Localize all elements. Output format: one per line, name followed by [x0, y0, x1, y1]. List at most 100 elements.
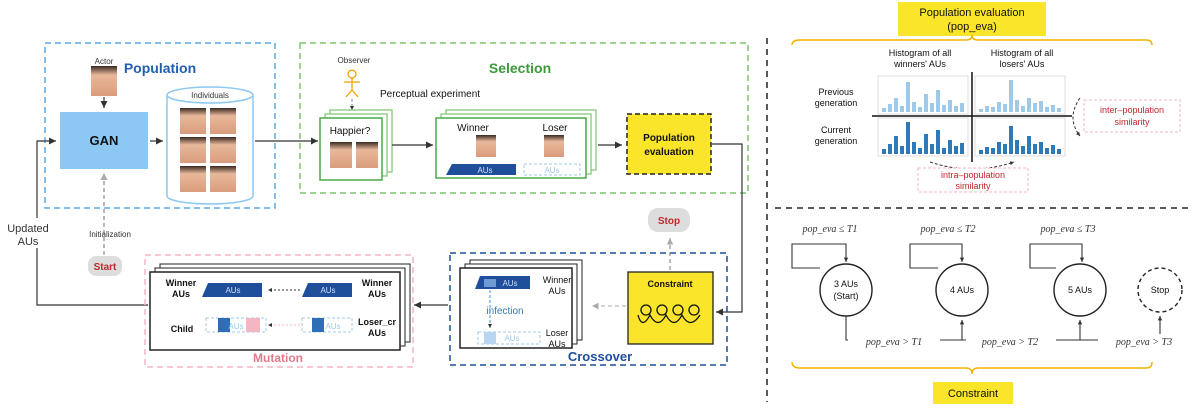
- gan-label: GAN: [90, 133, 119, 148]
- histogram-bar: [930, 144, 934, 154]
- histogram-bar: [948, 140, 952, 154]
- histogram-bar: [894, 98, 898, 112]
- histogram-bar: [912, 142, 916, 154]
- observer-label: Observer: [338, 56, 371, 65]
- updated-label-1: Updated: [7, 223, 49, 235]
- histogram-bar: [918, 148, 922, 154]
- histogram-bar: [979, 150, 983, 154]
- loser-aus-bar: [523, 163, 581, 176]
- histogram-bar: [924, 134, 928, 154]
- histogram-bar: [1039, 101, 1043, 112]
- histogram-bar: [1033, 144, 1037, 154]
- histogram-bar: [1009, 80, 1013, 112]
- histogram-bar: [906, 82, 910, 112]
- mutation-child-bar: [205, 317, 267, 333]
- col1-label-1: Histogram of all: [889, 48, 952, 58]
- pop-eva-title-2: (pop_eva): [947, 21, 997, 33]
- intra-box: [917, 167, 1029, 193]
- pop-eva-title-1: Population evaluation: [919, 7, 1024, 19]
- pop-eval-label-2: evaluation: [644, 147, 693, 158]
- histogram-bar: [1051, 105, 1055, 112]
- individuals-cylinder-top: [166, 86, 254, 104]
- question-face-2: [356, 142, 378, 168]
- histogram-bar: [1015, 100, 1019, 112]
- cond2-top: pop_eva ≤ T2: [920, 224, 976, 235]
- cond1-bot: pop_eva > T1: [865, 337, 922, 348]
- histogram-bar: [985, 106, 989, 112]
- histogram-bar: [948, 100, 952, 112]
- row1-label-2: generation: [815, 98, 858, 108]
- pop-eva-title-box: [898, 2, 1046, 36]
- histogram-bar: [936, 90, 940, 112]
- actor-face: [91, 66, 117, 96]
- histogram-bar: [1045, 148, 1049, 154]
- updated-label-2: AUs: [18, 236, 39, 248]
- mutation-box: [144, 254, 414, 368]
- cond2-bot: pop_eva > T2: [981, 337, 1038, 348]
- histogram-bar: [1033, 103, 1037, 112]
- inter-label-1: inter–population: [1100, 105, 1164, 115]
- histogram-bar: [1027, 98, 1031, 112]
- crossover-loser-aus: AUs: [504, 334, 519, 343]
- crossover-loser-1: Loser: [546, 328, 569, 338]
- histogram-bar: [1051, 145, 1055, 154]
- question-face-1: [330, 142, 352, 168]
- mutation-loser-1: Loser_cr: [358, 317, 397, 327]
- histogram-bar: [1027, 136, 1031, 154]
- stop-button: [648, 208, 690, 232]
- winner-label: Winner: [457, 123, 489, 134]
- histogram-bar: [1021, 106, 1025, 112]
- initialization-label: Initialization: [89, 230, 131, 239]
- loser-face: [544, 135, 564, 157]
- histogram-bar: [960, 103, 964, 112]
- mutation-loser-aus: AUs: [325, 322, 340, 331]
- histogram-bar: [997, 102, 1001, 112]
- mutation-winner-bar-right: [302, 283, 352, 297]
- histogram-bar: [979, 109, 983, 112]
- histogram-bar: [960, 143, 964, 154]
- mutation-loser-2: AUs: [368, 328, 386, 338]
- histogram-bar: [888, 104, 892, 112]
- crossover-loser-bar: [477, 331, 541, 345]
- histogram-bar: [954, 146, 958, 154]
- infection-label: infection: [486, 306, 523, 317]
- state3-label: 5 AUs: [1068, 285, 1093, 295]
- state-4aus: [935, 263, 989, 317]
- histogram-bar: [930, 103, 934, 112]
- state4-label: Stop: [1151, 285, 1170, 295]
- loop2: [909, 243, 965, 269]
- mutation-winner-bar-left: [202, 283, 262, 297]
- row2-label-1: Current: [821, 125, 852, 135]
- histogram-bar: [1039, 142, 1043, 154]
- histogram-bar: [882, 149, 886, 154]
- histogram-bar: [1057, 108, 1061, 112]
- population-title: Population: [124, 60, 196, 76]
- state-3aus: [819, 263, 873, 317]
- individuals-label: Individuals: [191, 91, 229, 100]
- state-5aus: [1053, 263, 1107, 317]
- histogram-bar: [942, 148, 946, 154]
- row2-label-2: generation: [815, 136, 858, 146]
- population-box: [44, 42, 276, 209]
- histogram-bar: [1015, 140, 1019, 154]
- start-button: [88, 256, 122, 276]
- crossover-winner-aus: AUs: [502, 279, 517, 288]
- winner-aus-text: AUs: [477, 166, 492, 175]
- histogram-bar: [954, 106, 958, 112]
- loop3: [1029, 243, 1085, 269]
- histogram-grid: [877, 75, 1066, 157]
- question-label: Happier?: [330, 126, 371, 137]
- inter-box: [1083, 99, 1181, 133]
- perceptual-label: Perceptual experiment: [380, 89, 480, 100]
- crossover-loser-2: AUs: [548, 339, 566, 349]
- col1-label-2: winners' AUs: [893, 59, 946, 69]
- selection-title: Selection: [489, 60, 551, 76]
- histogram-bar: [997, 142, 1001, 154]
- stop-label: Stop: [658, 216, 680, 227]
- mutation-winner-aus-left: AUs: [225, 286, 240, 295]
- state2-label: 4 AUs: [950, 285, 975, 295]
- mutation-winner-4: AUs: [368, 289, 386, 299]
- crossover-box: [449, 252, 728, 366]
- winner-face: [476, 135, 496, 157]
